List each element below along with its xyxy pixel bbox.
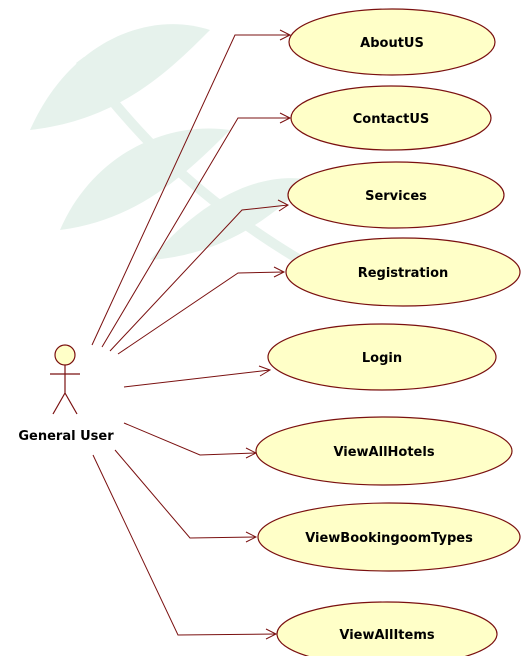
association-registration bbox=[117, 271, 285, 355]
use-case-label: Login bbox=[362, 351, 402, 366]
arrowhead-contactus bbox=[279, 112, 292, 124]
association-viewallitems bbox=[92, 454, 277, 636]
use-case-viewallitems[interactable]: ViewAllItems bbox=[276, 601, 498, 656]
association-login bbox=[123, 369, 271, 388]
use-case-viewbookingroomtypes[interactable]: ViewBookingoomTypes bbox=[257, 502, 521, 572]
use-case-registration[interactable]: Registration bbox=[285, 237, 521, 307]
use-case-viewallhotels[interactable]: ViewAllHotels bbox=[255, 416, 513, 486]
arrowhead-services bbox=[277, 199, 289, 212]
use-case-aboutus[interactable]: AboutUS bbox=[288, 8, 496, 76]
arrowhead-viewbookingroomtypes bbox=[245, 531, 258, 543]
use-case-label: ViewAllItems bbox=[339, 628, 435, 643]
use-case-label: ViewBookingoomTypes bbox=[305, 531, 473, 546]
association-viewbookingroomtypes bbox=[114, 449, 257, 539]
use-case-label: AboutUS bbox=[360, 36, 424, 51]
association-services bbox=[109, 204, 289, 352]
arrowhead-aboutus bbox=[279, 29, 292, 41]
associations bbox=[91, 34, 290, 636]
use-case-login[interactable]: Login bbox=[267, 323, 497, 391]
use-case-label: Registration bbox=[358, 266, 449, 281]
arrowhead-registration bbox=[273, 266, 286, 278]
watermark-logo bbox=[30, 24, 310, 265]
use-case-label: Services bbox=[365, 189, 427, 204]
actor-general-user[interactable]: General User bbox=[18, 344, 114, 444]
actor-head bbox=[54, 344, 76, 366]
arrowhead-login bbox=[258, 365, 272, 377]
use-case-services[interactable]: Services bbox=[287, 161, 505, 229]
actor-body bbox=[50, 365, 80, 415]
association-viewallhotels bbox=[123, 422, 257, 456]
actor-label: General User bbox=[18, 429, 114, 444]
use-case-label: ViewAllHotels bbox=[333, 445, 434, 460]
use-case-label: ContactUS bbox=[353, 112, 430, 127]
association-contactus bbox=[101, 117, 290, 348]
arrowhead-viewallitems bbox=[265, 628, 278, 640]
association-aboutus bbox=[91, 34, 290, 346]
use-case-contactus[interactable]: ContactUS bbox=[290, 85, 492, 151]
